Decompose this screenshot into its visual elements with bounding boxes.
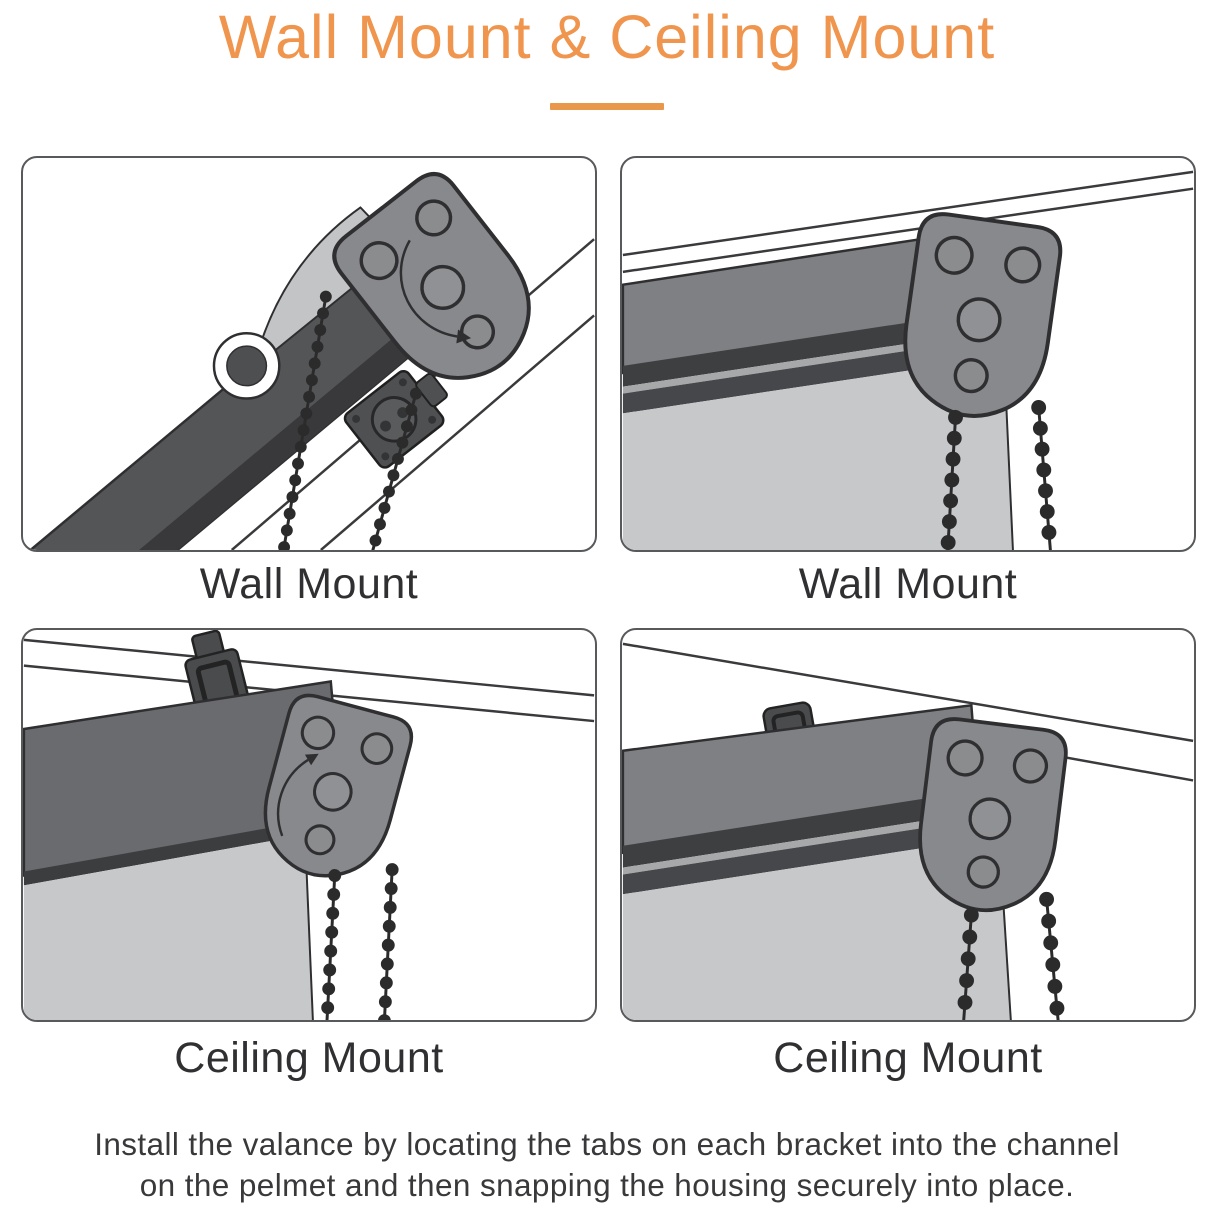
valance-channel <box>622 790 983 895</box>
rotation-arrow <box>276 753 319 837</box>
title-underline <box>550 103 664 110</box>
panel-wall-mount-angled <box>21 156 597 552</box>
ceiling-line <box>23 638 595 697</box>
instruction-line-2: on the pelmet and then snapping the hous… <box>139 1167 1075 1203</box>
ceiling-mount-angled-illustration <box>23 630 595 1020</box>
panel-label: Wall Mount <box>798 560 1018 608</box>
ceiling-line <box>622 642 1194 743</box>
panel-label: Wall Mount <box>199 560 419 608</box>
panel-ceiling-mount-angled <box>21 628 597 1022</box>
wall-mount-front-illustration <box>622 170 1194 550</box>
pelmet-channel <box>23 815 343 886</box>
panel-label: Ceiling Mount <box>773 1034 1043 1082</box>
bead-chain <box>277 290 422 550</box>
end-cap-ring <box>212 331 281 400</box>
wall-mount-angled-illustration <box>28 162 595 550</box>
ceiling-line <box>622 170 1194 257</box>
ceiling-mount-front-illustration <box>622 642 1194 1020</box>
instruction-text: Install the valance by locating the tabs… <box>0 1124 1214 1206</box>
panel-label: Ceiling Mount <box>174 1034 444 1082</box>
wall-batten-line <box>320 314 595 550</box>
bead-chain <box>320 863 399 1020</box>
valance-channel <box>622 311 987 414</box>
ceiling-line <box>622 187 1194 274</box>
page-title: Wall Mount & Ceiling Mount <box>218 3 996 71</box>
instruction-line-1: Install the valance by locating the tabs… <box>94 1126 1120 1162</box>
bead-chain <box>940 400 1058 550</box>
rotation-arrow <box>399 239 472 344</box>
panel-wall-mount-front <box>620 156 1196 552</box>
bead-chain <box>956 891 1066 1020</box>
panel-ceiling-mount-front <box>620 628 1196 1022</box>
